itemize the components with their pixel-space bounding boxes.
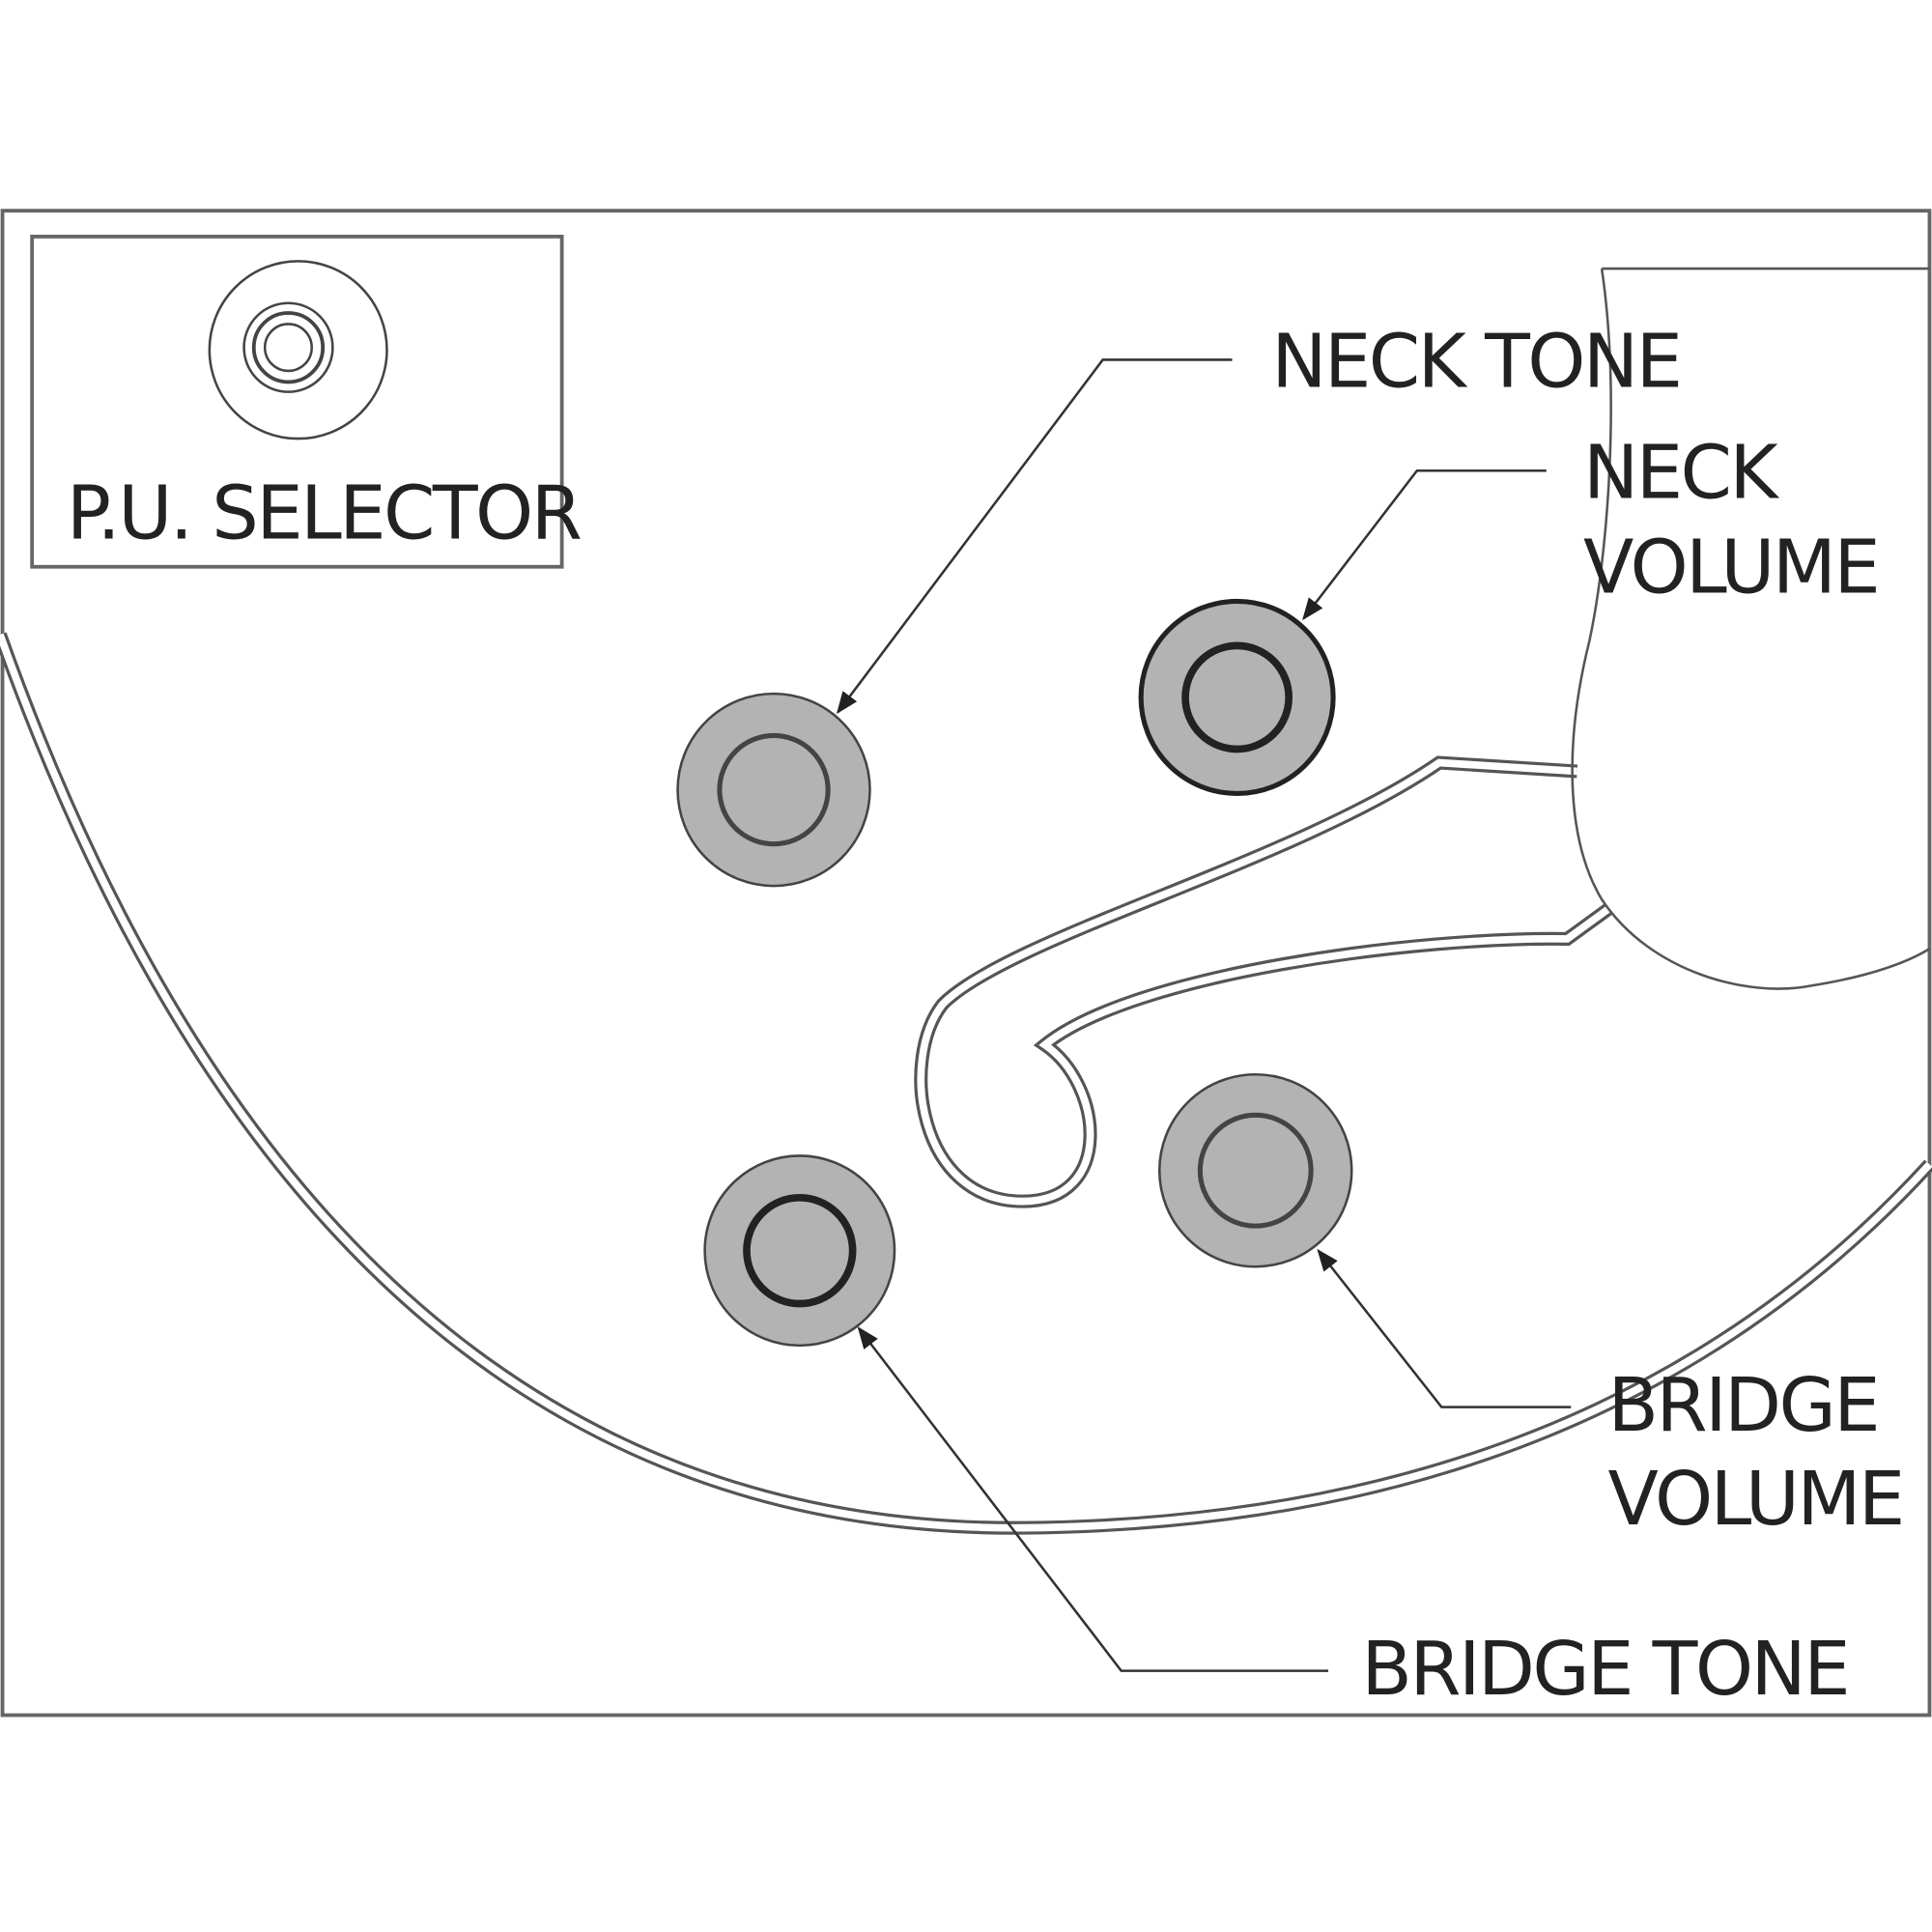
f-hole-outline (914, 755, 1612, 1208)
bridge-tone-arrow (857, 1326, 1328, 1672)
neck-volume-knob[interactable] (1138, 598, 1336, 796)
bridge-volume-label-line1: BRIDGE (1608, 1363, 1878, 1449)
neck-volume-label-line1: NECK (1583, 430, 1779, 516)
neck-volume-arrow (1302, 469, 1547, 621)
neck-volume-label-line2: VOLUME (1583, 526, 1878, 611)
bridge-tone-knob[interactable] (703, 1154, 896, 1348)
bridge-tone-label: BRIDGE TONE (1361, 1627, 1848, 1713)
bridge-volume-knob[interactable] (1157, 1072, 1353, 1268)
neck-tone-label: NECK TONE (1271, 320, 1680, 406)
pu-selector-switch[interactable] (208, 260, 388, 440)
bridge-volume-label-line2: VOLUME (1608, 1457, 1903, 1543)
body-outline (0, 632, 1932, 1535)
leader-lines (836, 358, 1572, 1672)
neck-tone-arrow (836, 358, 1233, 715)
bridge-volume-arrow (1317, 1248, 1572, 1408)
neck-tone-knob[interactable] (676, 692, 871, 888)
pu-selector-label: P.U. SELECTOR (67, 470, 581, 556)
pickguard-outline (1571, 267, 1931, 990)
pu-selector-box: P.U. SELECTOR (30, 234, 582, 569)
